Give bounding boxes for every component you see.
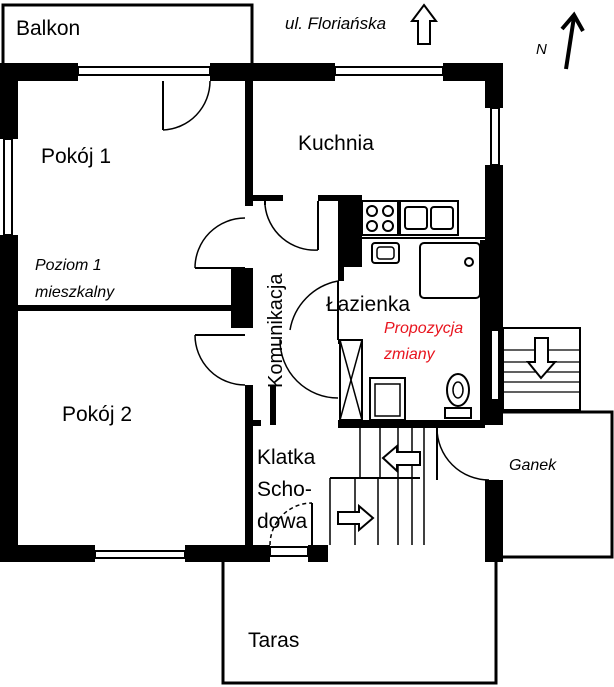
porch-label: Ganek <box>509 457 557 474</box>
balcony: Balkon <box>1 3 254 65</box>
corridor-label: Komunikacja <box>265 273 287 388</box>
room2-label: Pokój 2 <box>62 403 132 426</box>
porch <box>503 410 614 559</box>
terrace-label: Taras <box>248 629 299 652</box>
down-arrow-icon <box>525 337 558 380</box>
kitchen-fixtures <box>361 200 485 239</box>
right-arrow-icon <box>337 503 375 533</box>
proposal-label-line2: zmiany <box>383 346 436 363</box>
staircase-label-line3: dowa <box>257 510 308 533</box>
balcony-label: Balkon <box>16 17 80 40</box>
north-label: N <box>536 41 547 58</box>
staircase-label-line1: Klatka <box>257 446 316 469</box>
bathroom-label: Łazienka <box>326 293 410 316</box>
room1-label: Pokój 1 <box>41 145 111 168</box>
staircase-label-line2: Scho- <box>257 478 312 501</box>
level-label-line2: mieszkalny <box>35 284 115 301</box>
up-arrow-icon <box>410 3 438 45</box>
bathroom-fixtures <box>339 242 481 421</box>
staircase-steps <box>329 428 425 545</box>
street-label: ul. Floriańska <box>285 14 386 33</box>
level-label-line1: Poziom 1 <box>35 257 102 274</box>
kitchen-label: Kuchnia <box>298 132 374 155</box>
windows <box>3 66 500 559</box>
terrace <box>221 562 498 685</box>
north-arrow-icon <box>560 11 585 70</box>
proposal-label-line1: Propozycja <box>384 320 463 337</box>
interior-walls <box>18 81 485 545</box>
left-arrow-icon <box>381 443 421 474</box>
doors <box>162 80 490 546</box>
